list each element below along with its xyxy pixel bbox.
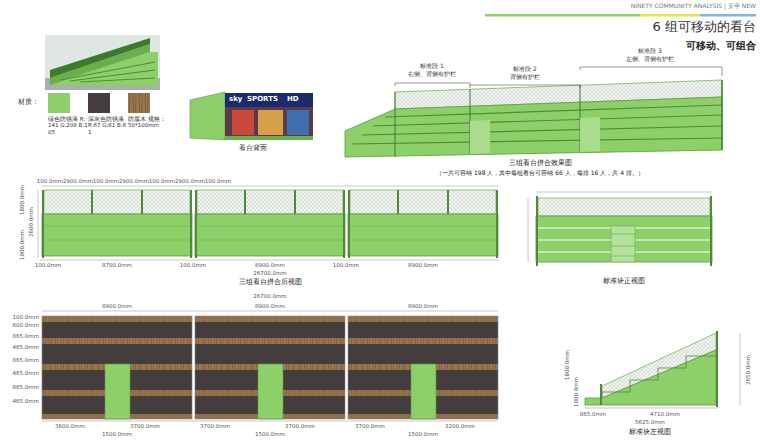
dimension-label: 100.0mm <box>205 178 231 184</box>
legend-item: 绿色防锈漆 R:141 G:208 B:105 <box>48 93 88 135</box>
caption-label: 三组看台拼合后视图 <box>239 279 302 287</box>
dimension-label: 465.0mm <box>13 398 39 404</box>
dimension-label: 8900.0mm <box>408 303 438 309</box>
dimension-label: 1500.0mm <box>408 431 438 437</box>
dimension-label: 8900.0mm <box>102 303 132 309</box>
caption-label: 三组看台拼合效果图 <box>509 160 572 168</box>
legend-text: 深灰色防锈漆 R:67 G:61 B:61 <box>88 116 128 135</box>
dimension-label: 2900.0mm <box>63 178 93 184</box>
dimension-label: 3200.0mm <box>445 423 475 429</box>
caption-label: 左侧、背侧有护栏 <box>626 56 674 63</box>
dimension-label: 865.0mm <box>13 357 39 363</box>
dimension-label: 865.0mm <box>580 411 606 417</box>
caption-label: 标准块左视图 <box>629 429 671 437</box>
dimension-label: 4710.0mm <box>650 411 680 417</box>
caption-label: （一共可容纳 198 人，其中每组看台可容纳 66 人，每排 16 人，共 4 … <box>436 170 644 177</box>
legend-item: 防腐木 规格：50*100mm <box>128 93 168 129</box>
legend-text: 绿色防锈漆 R:141 G:208 B:105 <box>48 116 88 135</box>
caption-label: 标准块正视图 <box>603 278 645 286</box>
dimension-label: 100.0mm <box>333 262 359 268</box>
caption-label: 可移动、可组合 <box>686 40 756 51</box>
dimension-label: 3700.0mm <box>200 423 230 429</box>
caption-label: 背侧有护栏 <box>510 74 540 81</box>
dimension-label: 1800.0mm <box>19 185 25 215</box>
dimension-label: 100.0mm <box>180 262 206 268</box>
caption-label: 标准段 2 <box>513 66 537 73</box>
dimension-label: 865.0mm <box>13 333 39 339</box>
caption-label: 材质： <box>18 99 39 107</box>
caption-label: 右侧、背侧有护栏 <box>408 71 456 78</box>
dimension-label: 1500.0mm <box>255 431 285 437</box>
dimension-label: 865.0mm <box>13 384 39 390</box>
dimension-label: 8700.0mm <box>102 262 132 268</box>
color-swatch <box>88 93 110 113</box>
dimension-label: 100.0mm <box>37 178 63 184</box>
dimension-label: 2650.0mm <box>745 355 751 385</box>
dimension-label: 2900.0mm <box>175 178 205 184</box>
wood-swatch <box>128 93 150 113</box>
dimension-label: 3600.0mm <box>55 423 85 429</box>
caption-label: SPORTS <box>247 96 278 104</box>
dimension-label: 26700.0mm <box>253 293 286 299</box>
dimension-label: 3700.0mm <box>355 423 385 429</box>
legend-text: 防腐木 规格：50*100mm <box>128 116 168 129</box>
dimension-label: 465.0mm <box>13 370 39 376</box>
dimension-label: 8900.0mm <box>255 303 285 309</box>
dimension-label: 3700.0mm <box>130 423 160 429</box>
dimension-label: 26700.0mm <box>253 270 286 276</box>
dimension-label: 2600.0mm <box>28 207 34 237</box>
caption-label: 标准段 3 <box>638 48 662 55</box>
dimension-label: 8900.0mm <box>408 262 438 268</box>
dimension-label: 100.0mm <box>93 178 119 184</box>
color-swatch <box>48 93 70 113</box>
dimension-label: 1000.0mm <box>573 377 579 407</box>
caption-label: 标准段 1 <box>420 63 444 70</box>
page-title: 6 组可移动的看台 <box>653 20 756 34</box>
dimension-label: 100.0mm <box>35 262 61 268</box>
caption-label: NINETY COMMUNITY ANALYSIS | 安亭 NEW <box>631 3 756 10</box>
dimension-label: 2900.0mm <box>119 178 149 184</box>
dimension-label: 465.0mm <box>13 344 39 350</box>
dimension-label: 100.0mm <box>149 178 175 184</box>
dimension-label: 3700.0mm <box>285 423 315 429</box>
caption-label: sky <box>229 96 242 104</box>
dimension-label: 100.0mm <box>13 314 39 320</box>
dimension-label: 1500.0mm <box>102 431 132 437</box>
caption-label: HD <box>287 96 299 104</box>
dimension-label: 1000.0mm <box>19 230 25 260</box>
caption-label: 看台背面 <box>239 145 267 153</box>
dimension-label: 8900.0mm <box>255 262 285 268</box>
dimension-label: 1800.0mm <box>564 350 570 380</box>
dimension-label: 5625.0mm <box>635 419 665 425</box>
legend-item: 深灰色防锈漆 R:67 G:61 B:61 <box>88 93 128 135</box>
dimension-label: 600.0mm <box>13 322 39 328</box>
texture-swatch-slot <box>128 93 150 113</box>
